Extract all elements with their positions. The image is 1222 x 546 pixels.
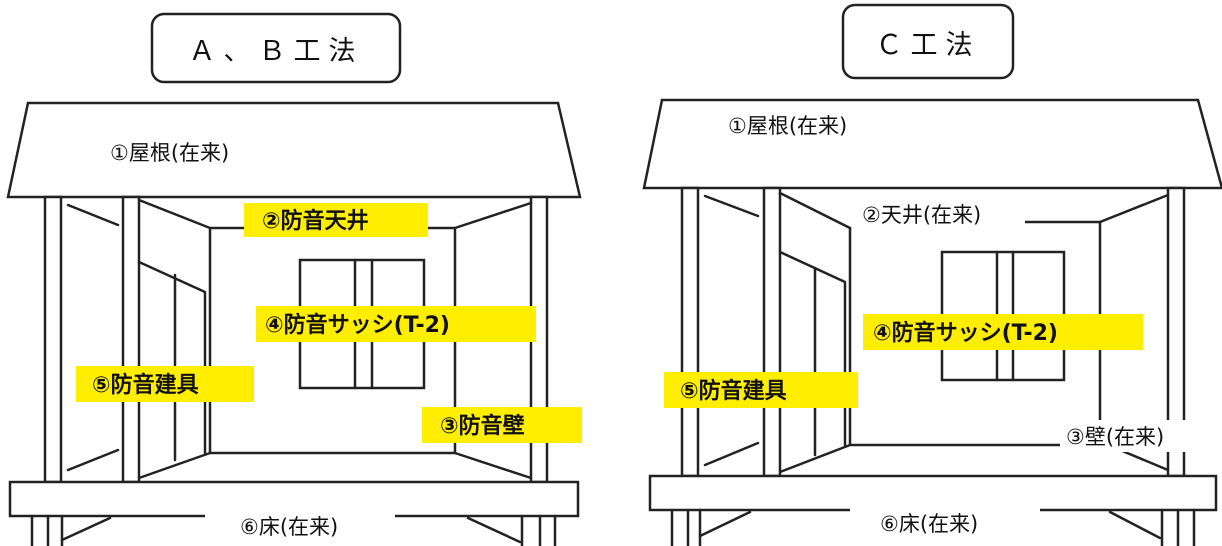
right-label-floor: ⑥床(在来) [880,512,978,536]
left-post-inner-left [121,195,141,484]
left-wall-diag-bottom [66,448,120,472]
left-persp-tr [453,201,533,230]
left-floor [8,480,580,518]
right-label-ceiling: ②天井(在来) [862,203,981,227]
right-wall-label-bg [1060,420,1190,452]
right-post-inner-left [762,186,782,478]
right-title-box [841,3,1015,80]
right-persp-bl [778,443,852,474]
left-persp-br [453,451,533,480]
left-roof [6,101,582,199]
right-ceiling-label-bg [855,198,1025,230]
left-wall-diag-top [66,203,120,227]
left-label-wall: ③防音壁 [440,413,525,439]
right-label-wall: ③壁(在来) [1066,425,1164,449]
left-leg-diag-r [466,516,522,544]
right-label-roof: ①屋根(在来) [728,114,847,138]
right-persp-tl [778,191,852,230]
left-diagram: Ａ、Ｂ工法 ①屋根(在来) [6,12,582,546]
left-door-highlight [76,366,254,402]
left-label-roof: ①屋根(在来) [110,141,229,165]
left-label-sash: ④防音サッシ(T-2) [265,312,450,338]
right-door-panel [778,250,847,447]
left-leg-diag [60,516,112,542]
left-label-ceiling: ②防音天井 [262,208,369,234]
left-label-door: ⑤防音建具 [92,372,199,398]
right-floor-label-bg [850,508,1040,538]
left-wall-highlight [422,407,582,443]
left-post-outer-left [43,195,63,484]
right-roof [642,98,1222,190]
left-sash-highlight [256,306,536,342]
right-leg-diag-r [1108,510,1162,540]
left-title: Ａ、Ｂ工法 [189,36,364,67]
left-door-panel [137,260,207,455]
right-persp-br [1118,448,1170,472]
left-floor-label-bg [205,512,395,542]
left-label-floor: ⑥床(在来) [240,515,338,539]
left-title-box [150,12,402,84]
right-persp-tr [1098,193,1170,224]
right-diagram: Ｃ工法 ①屋根(在来 [642,3,1222,546]
left-persp-bl [137,451,212,480]
right-label-sash: ④防音サッシ(T-2) [873,320,1058,346]
right-leg-diag [698,510,752,538]
right-floor [648,474,1218,512]
right-door-highlight [664,372,858,408]
right-title: Ｃ工法 [876,30,981,61]
right-sash-highlight [863,314,1143,350]
left-persp-tl [137,198,212,230]
right-post-outer-left [680,186,700,478]
right-wall-diag-bottom [703,441,760,467]
left-ceiling-highlight [244,203,428,237]
right-label-door: ⑤防音建具 [680,378,787,404]
right-wall-diag-top [703,194,760,218]
